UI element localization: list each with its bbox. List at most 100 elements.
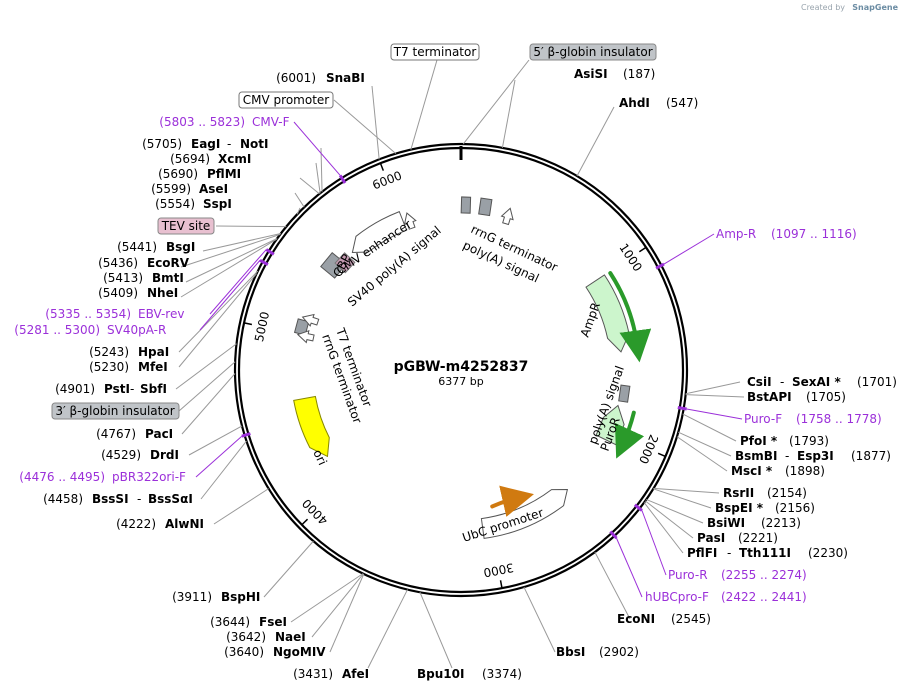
primer-name: CMV-F [252,115,290,129]
primer-leader [293,121,341,176]
five-prime-insulator-label: 5′ β-globin insulator [533,45,652,59]
features [293,196,652,539]
rrnG-terminator-glyph-right [500,207,514,226]
leader-line [371,85,380,160]
enzyme-name: NheI [147,286,178,300]
enzyme-name: BsmBI [735,449,777,463]
primer-labels: (5803 .. 5823) CMV-F (5335 .. 5354) EBV-… [14,115,881,604]
feature-label-ori: ori [310,447,329,467]
leader-line [180,238,277,298]
enzyme-name-2: NotI [240,137,269,151]
enzyme-pos: (2213) [761,516,801,530]
enzyme-name: BssSI [92,492,129,506]
leader-line [200,440,247,500]
enzyme-pos: (5690) [158,167,198,181]
tev-site-box [157,217,215,235]
enzyme-pos: (2154) [767,486,807,500]
CBP-box [334,252,356,274]
CMV-terminator-glyph [403,212,417,230]
enzyme-name: EcoRV [147,256,190,270]
enzyme-name: EagI [191,137,220,151]
ruler-label: 6000 [370,168,404,192]
created-by-text: Created by [801,3,845,12]
enzyme-name: PacI [145,427,173,441]
leader-line [685,381,741,395]
leader-line [315,162,321,194]
primer-name: EBV-rev [138,307,184,321]
primer-range: (2422 .. 2441) [721,590,807,604]
enzyme-name: NaeI [275,630,306,644]
enzyme-pos: (4458) [43,492,83,506]
enzyme-name: NgoMIV [273,645,326,659]
ruler-tick [243,322,253,326]
enzyme-pos: (5413) [103,271,143,285]
enzyme-pos: (4222) [116,517,156,531]
enzyme-name: Bpu10I [417,667,464,681]
feature-boxes: CMV promoter T7 terminator 5′ β-globin i… [51,43,657,420]
leader-line [419,592,453,669]
primer-leader [686,408,743,420]
ruler-tick [657,452,666,458]
leader-line [213,488,269,525]
enzyme-name-2: BssSαI [148,492,193,506]
primer-name: Puro-R [668,568,708,582]
leader-line [299,177,320,195]
leader-line [643,502,684,554]
ruler-label: 5000 [252,310,272,343]
leader-line [523,586,556,653]
enzyme-pos: (5436) [98,256,138,270]
primer-range: (1758 .. 1778) [796,412,882,426]
primer-name: pBR322ori-F [112,470,186,484]
leader-line [333,99,397,154]
primer-range: (4476 .. 4495) [19,470,105,484]
enzyme-name: PflMI [207,167,241,181]
enzyme-pos: (3644) [210,615,250,629]
enzyme-name: EcoNI [617,612,655,626]
enzyme-labels-right: AsiSI (187) AhdI (547) CsiI - SexAI * (1… [417,67,897,681]
leader-line [367,589,408,669]
primer-range: (1097 .. 1116) [771,227,857,241]
ruler-label: 2000 [636,432,661,466]
primer-tick [609,530,618,540]
feature-CMV-enhancer-arrow [351,210,408,254]
enzyme-pos: (5694) [170,152,210,166]
primer-leader [195,435,243,478]
enzyme-name: AlwNI [165,517,204,531]
leader-line [646,498,704,524]
rrnG-terminator-glyph-left [296,330,315,344]
leader-line [653,488,712,509]
primer-name: hUBCpro-F [645,590,709,604]
three-prime-insulator-box [51,402,180,420]
enzyme-separator: - [130,382,134,396]
five-prime-insulator-box [529,43,657,61]
enzyme-pos: (4529) [101,448,141,462]
enzyme-separator: - [785,449,789,463]
feature-ori-arrow [293,395,330,458]
T7-terminator-glyph [301,313,320,327]
primer-leader [641,510,667,576]
primer-leader [663,233,715,265]
primer-name: Puro-F [744,412,782,426]
leader-line [678,431,732,457]
enzyme-pos: (1705) [806,390,846,404]
primer-tick [241,432,251,438]
enzyme-pos: (3642) [226,630,266,644]
enzyme-name: MfeI [138,360,168,374]
rrnG-terminator-box-right-2 [478,197,493,217]
leader-line [311,573,364,638]
cmv-promoter-label: CMV promoter [243,93,330,107]
leader-line [175,343,237,390]
primer-range: (2255 .. 2274) [721,568,807,582]
enzyme-pos: (5409) [98,286,138,300]
enzyme-name: HpaI [138,345,169,359]
enzyme-pos: (2221) [738,531,778,545]
enzyme-separator: - [137,492,141,506]
enzyme-pos: (5441) [117,240,157,254]
leader-line [215,225,287,228]
enzyme-pos: (2902) [599,645,639,659]
enzyme-pos: (3431) [293,667,333,681]
primer-tick [633,503,643,512]
primer-tick [338,174,347,184]
enzyme-pos: (4901) [55,382,95,396]
